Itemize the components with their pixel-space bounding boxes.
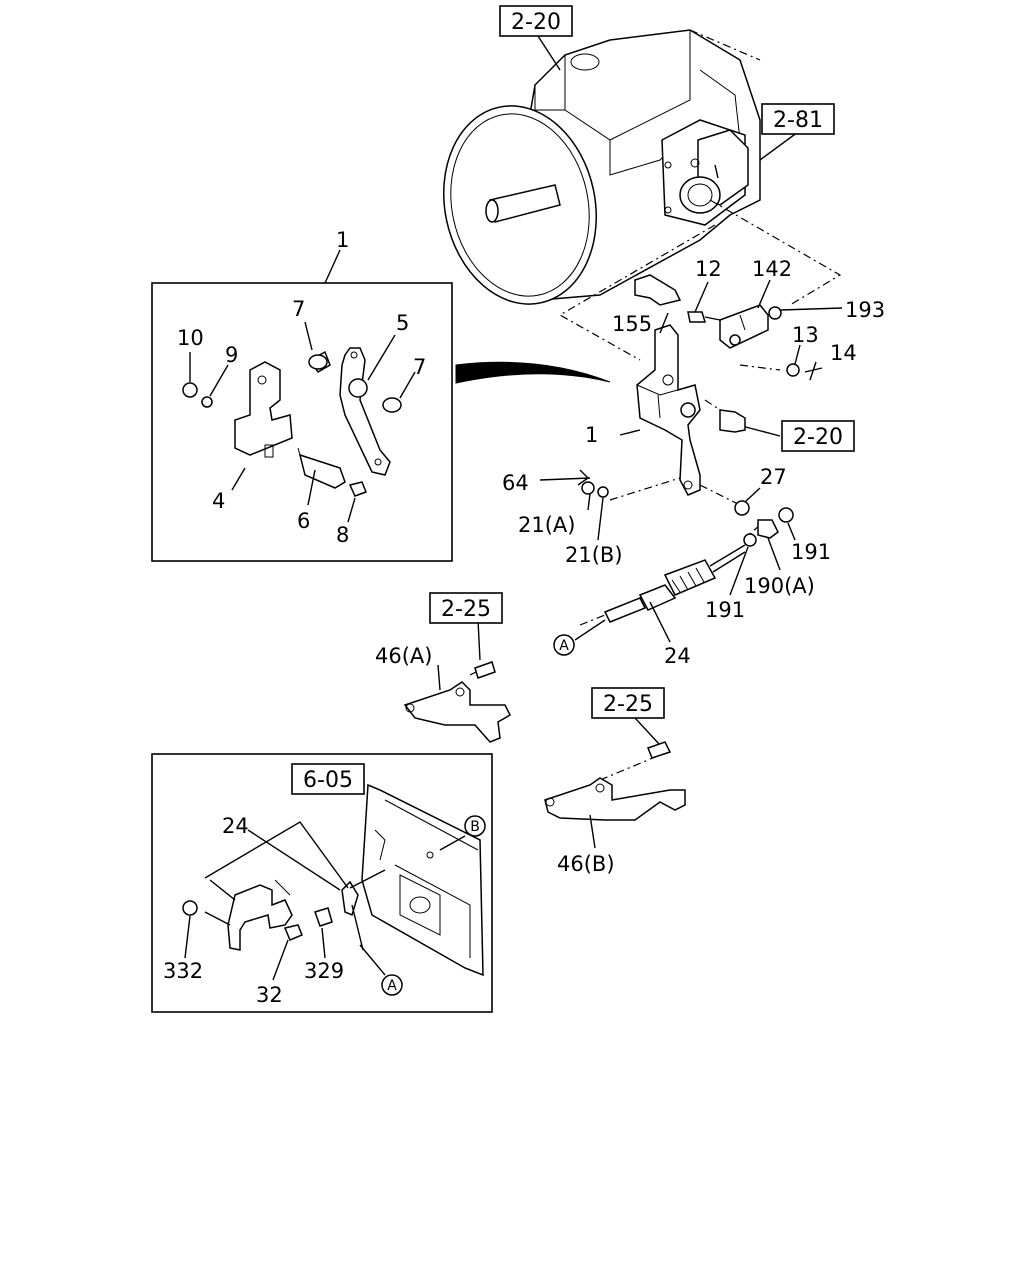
ref-box-6-05: 6-05 [291,763,365,795]
label-part-27: 27 [760,465,787,489]
label-part-193: 193 [845,298,885,322]
detail-arrow [455,361,611,384]
label-part-1-top: 1 [336,228,349,252]
ref-box-2-20-top: 2-20 [499,5,573,37]
label-part-155: 155 [612,312,652,336]
ref-label-2-20-right: 2-20 [793,425,843,450]
detail-box-1 [151,282,453,562]
transmission-drawing [442,29,761,305]
detail-box-2 [151,753,493,1013]
label-part-7a: 7 [292,297,305,321]
part-leader-lines [437,279,801,849]
marker-a-main-label: A [559,638,569,654]
ref-box-2-25-a: 2-25 [429,592,503,624]
label-part-24-detail: 24 [222,814,249,838]
marker-a-main: A [553,634,575,656]
label-part-32: 32 [256,983,283,1007]
bracket-46a [403,661,511,743]
ref-box-2-20-right: 2-20 [781,420,855,452]
label-part-24-main: 24 [664,644,691,668]
label-part-14: 14 [830,341,857,365]
label-part-329: 329 [304,959,344,983]
bracket-46b [544,741,686,821]
label-part-190a: 190(A) [744,574,815,598]
label-part-191-upper: 191 [791,540,831,564]
ref-label-2-81: 2-81 [773,108,823,133]
label-part-64: 64 [502,471,529,495]
ref-box-2-25-b: 2-25 [591,687,665,719]
ref-label-2-25-a: 2-25 [441,597,491,622]
label-part-4: 4 [212,489,225,513]
label-part-5: 5 [396,311,409,335]
marker-a-detail: A [381,974,403,996]
ref-label-2-25-b: 2-25 [603,692,653,717]
ref-label-6-05: 6-05 [303,768,353,793]
label-part-1: 1 [585,423,598,447]
label-part-13: 13 [792,323,819,347]
label-part-9: 9 [225,343,238,367]
part-labels: 1 10 9 7 5 7 4 6 8 12 142 193 155 13 14 … [163,228,885,1007]
label-part-191-lower: 191 [705,598,745,622]
label-part-7b: 7 [413,355,426,379]
marker-a-detail-label: A [387,978,397,994]
label-part-8: 8 [336,523,349,547]
label-part-21a: 21(A) [518,513,575,537]
ref-label-2-20-top: 2-20 [511,10,561,35]
label-part-46b: 46(B) [557,852,615,876]
label-part-46a: 46(A) [375,644,432,668]
ref-box-2-81: 2-81 [761,103,835,135]
marker-b-detail: B [464,815,486,837]
marker-b-detail-label: B [470,819,480,835]
label-part-332: 332 [163,959,203,983]
label-part-12: 12 [695,257,722,281]
label-part-6: 6 [297,509,310,533]
shift-bracket-assembly [539,274,843,641]
label-part-21b: 21(B) [565,543,623,567]
label-part-10: 10 [177,326,204,350]
label-part-142: 142 [752,257,792,281]
